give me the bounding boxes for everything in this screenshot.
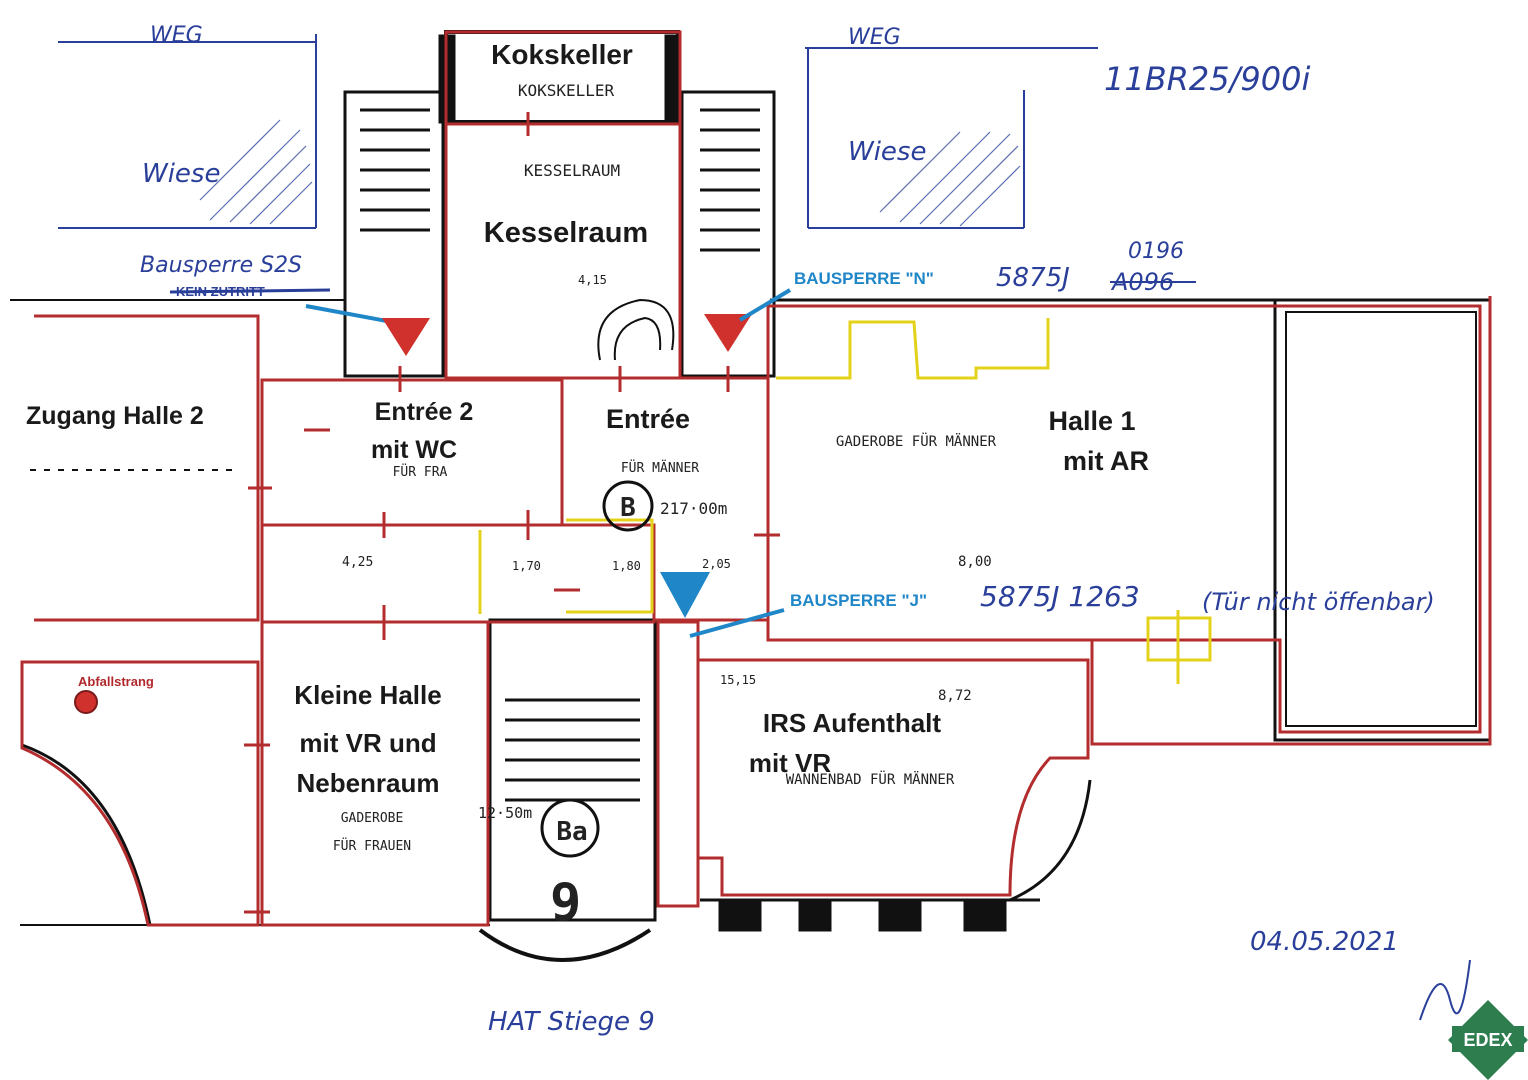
hand-hat-stiege: HAT Stiege 9	[488, 1007, 655, 1037]
room-halle-1-line1: Halle 1	[1048, 406, 1135, 436]
strike-kein-zutritt	[169, 288, 331, 294]
hand-date: 04.05.2021	[1250, 927, 1399, 957]
label-bausperre-j: BAUSPERRE "J"	[790, 591, 927, 610]
room-entree-2-line2: mit WC	[371, 436, 457, 464]
room-kokskeller: Kokskeller	[491, 39, 633, 70]
b-mark-text: B	[620, 493, 636, 523]
dim-180: 1,80	[612, 559, 641, 573]
room-irs-line2: mit VR	[749, 748, 832, 778]
label-bausperre-n: BAUSPERRE "N"	[794, 269, 934, 288]
hand-bausperre-s2s: Bausperre S2S	[140, 253, 302, 278]
pointer-j	[689, 608, 785, 638]
room-kleine-halle-line2: mit VR und	[299, 728, 436, 758]
b-circle-marker: B	[602, 480, 654, 532]
outdoor-right	[805, 47, 1098, 229]
blue-triangle	[660, 572, 710, 618]
print-fuer-maenner: FÜR MÄNNER	[621, 459, 699, 476]
edex-logo-text: EDEX	[1463, 1030, 1512, 1050]
pointer-n	[738, 288, 792, 322]
room-irs-line1: IRS Aufenthalt	[763, 708, 941, 738]
hand-wiese-left: Wiese	[142, 159, 220, 189]
hand-weg-left: WEG	[150, 23, 203, 48]
room-halle-1-line2: mit AR	[1063, 446, 1149, 476]
print-wannenbad: WANNENBAD FÜR MÄNNER	[786, 770, 955, 788]
print-garderobe-frauen: GADEROBE	[341, 811, 404, 826]
room-kleine-halle-line1: Kleine Halle	[294, 680, 441, 710]
hand-tuer-note: (Tür nicht öffenbar)	[1202, 588, 1435, 616]
print-fuer-frauen: FÜR FRAUEN	[333, 837, 411, 854]
room-entree: Entrée	[606, 404, 690, 434]
print-garderobe-maenner: GADEROBE FÜR MÄNNER	[836, 432, 997, 450]
room-kesselraum: Kesselraum	[484, 217, 648, 249]
dim-415: 4,15	[578, 273, 607, 287]
ba-circle-marker: Ba	[540, 798, 600, 858]
edex-logo: EDEX	[1448, 1000, 1528, 1080]
hand-weg-right: WEG	[848, 25, 901, 50]
red-triangle-left	[382, 318, 430, 356]
area-1250: 12·50m	[478, 804, 532, 822]
hand-code-j: 5875J 1263	[980, 580, 1140, 613]
room-outlines	[20, 30, 1492, 927]
abfallstrang-dot	[74, 690, 98, 714]
room-entree-2-line1: Entrée 2	[375, 398, 474, 426]
signature-mark	[1419, 959, 1471, 1021]
pointer-s2s	[305, 304, 393, 324]
dim-425: 4,25	[342, 555, 373, 570]
hand-wiese-right: Wiese	[848, 137, 926, 167]
print-fuer-fra: FÜR FRA	[393, 463, 448, 480]
area-217: 217·00m	[660, 499, 727, 518]
print-kokskeller: KOKSKELLER	[518, 81, 615, 100]
dim-800: 8,00	[958, 554, 992, 570]
dim-872: 8,72	[938, 688, 972, 704]
stair-number: 9	[550, 873, 581, 933]
dim-170: 1,70	[512, 559, 541, 573]
yellow-outlines	[478, 318, 1212, 684]
hand-code-n-new: 0196	[1128, 239, 1184, 264]
ba-mark-text: Ba	[556, 817, 587, 847]
dim-1515: 15,15	[720, 673, 756, 687]
dim-205: 2,05	[702, 557, 731, 571]
print-kesselraum: KESSELRAUM	[524, 161, 620, 180]
label-abfallstrang: Abfallstrang	[78, 674, 154, 689]
base-walls	[10, 30, 1492, 962]
hand-ref-top: 11BR25/900i	[1104, 60, 1310, 98]
room-kleine-halle-line3: Nebenraum	[296, 768, 439, 798]
outdoor-left	[58, 34, 317, 229]
hand-code-n: 5875J	[996, 263, 1070, 293]
red-triangle-right	[704, 314, 752, 352]
room-zugang-halle-2: Zugang Halle 2	[26, 402, 204, 430]
